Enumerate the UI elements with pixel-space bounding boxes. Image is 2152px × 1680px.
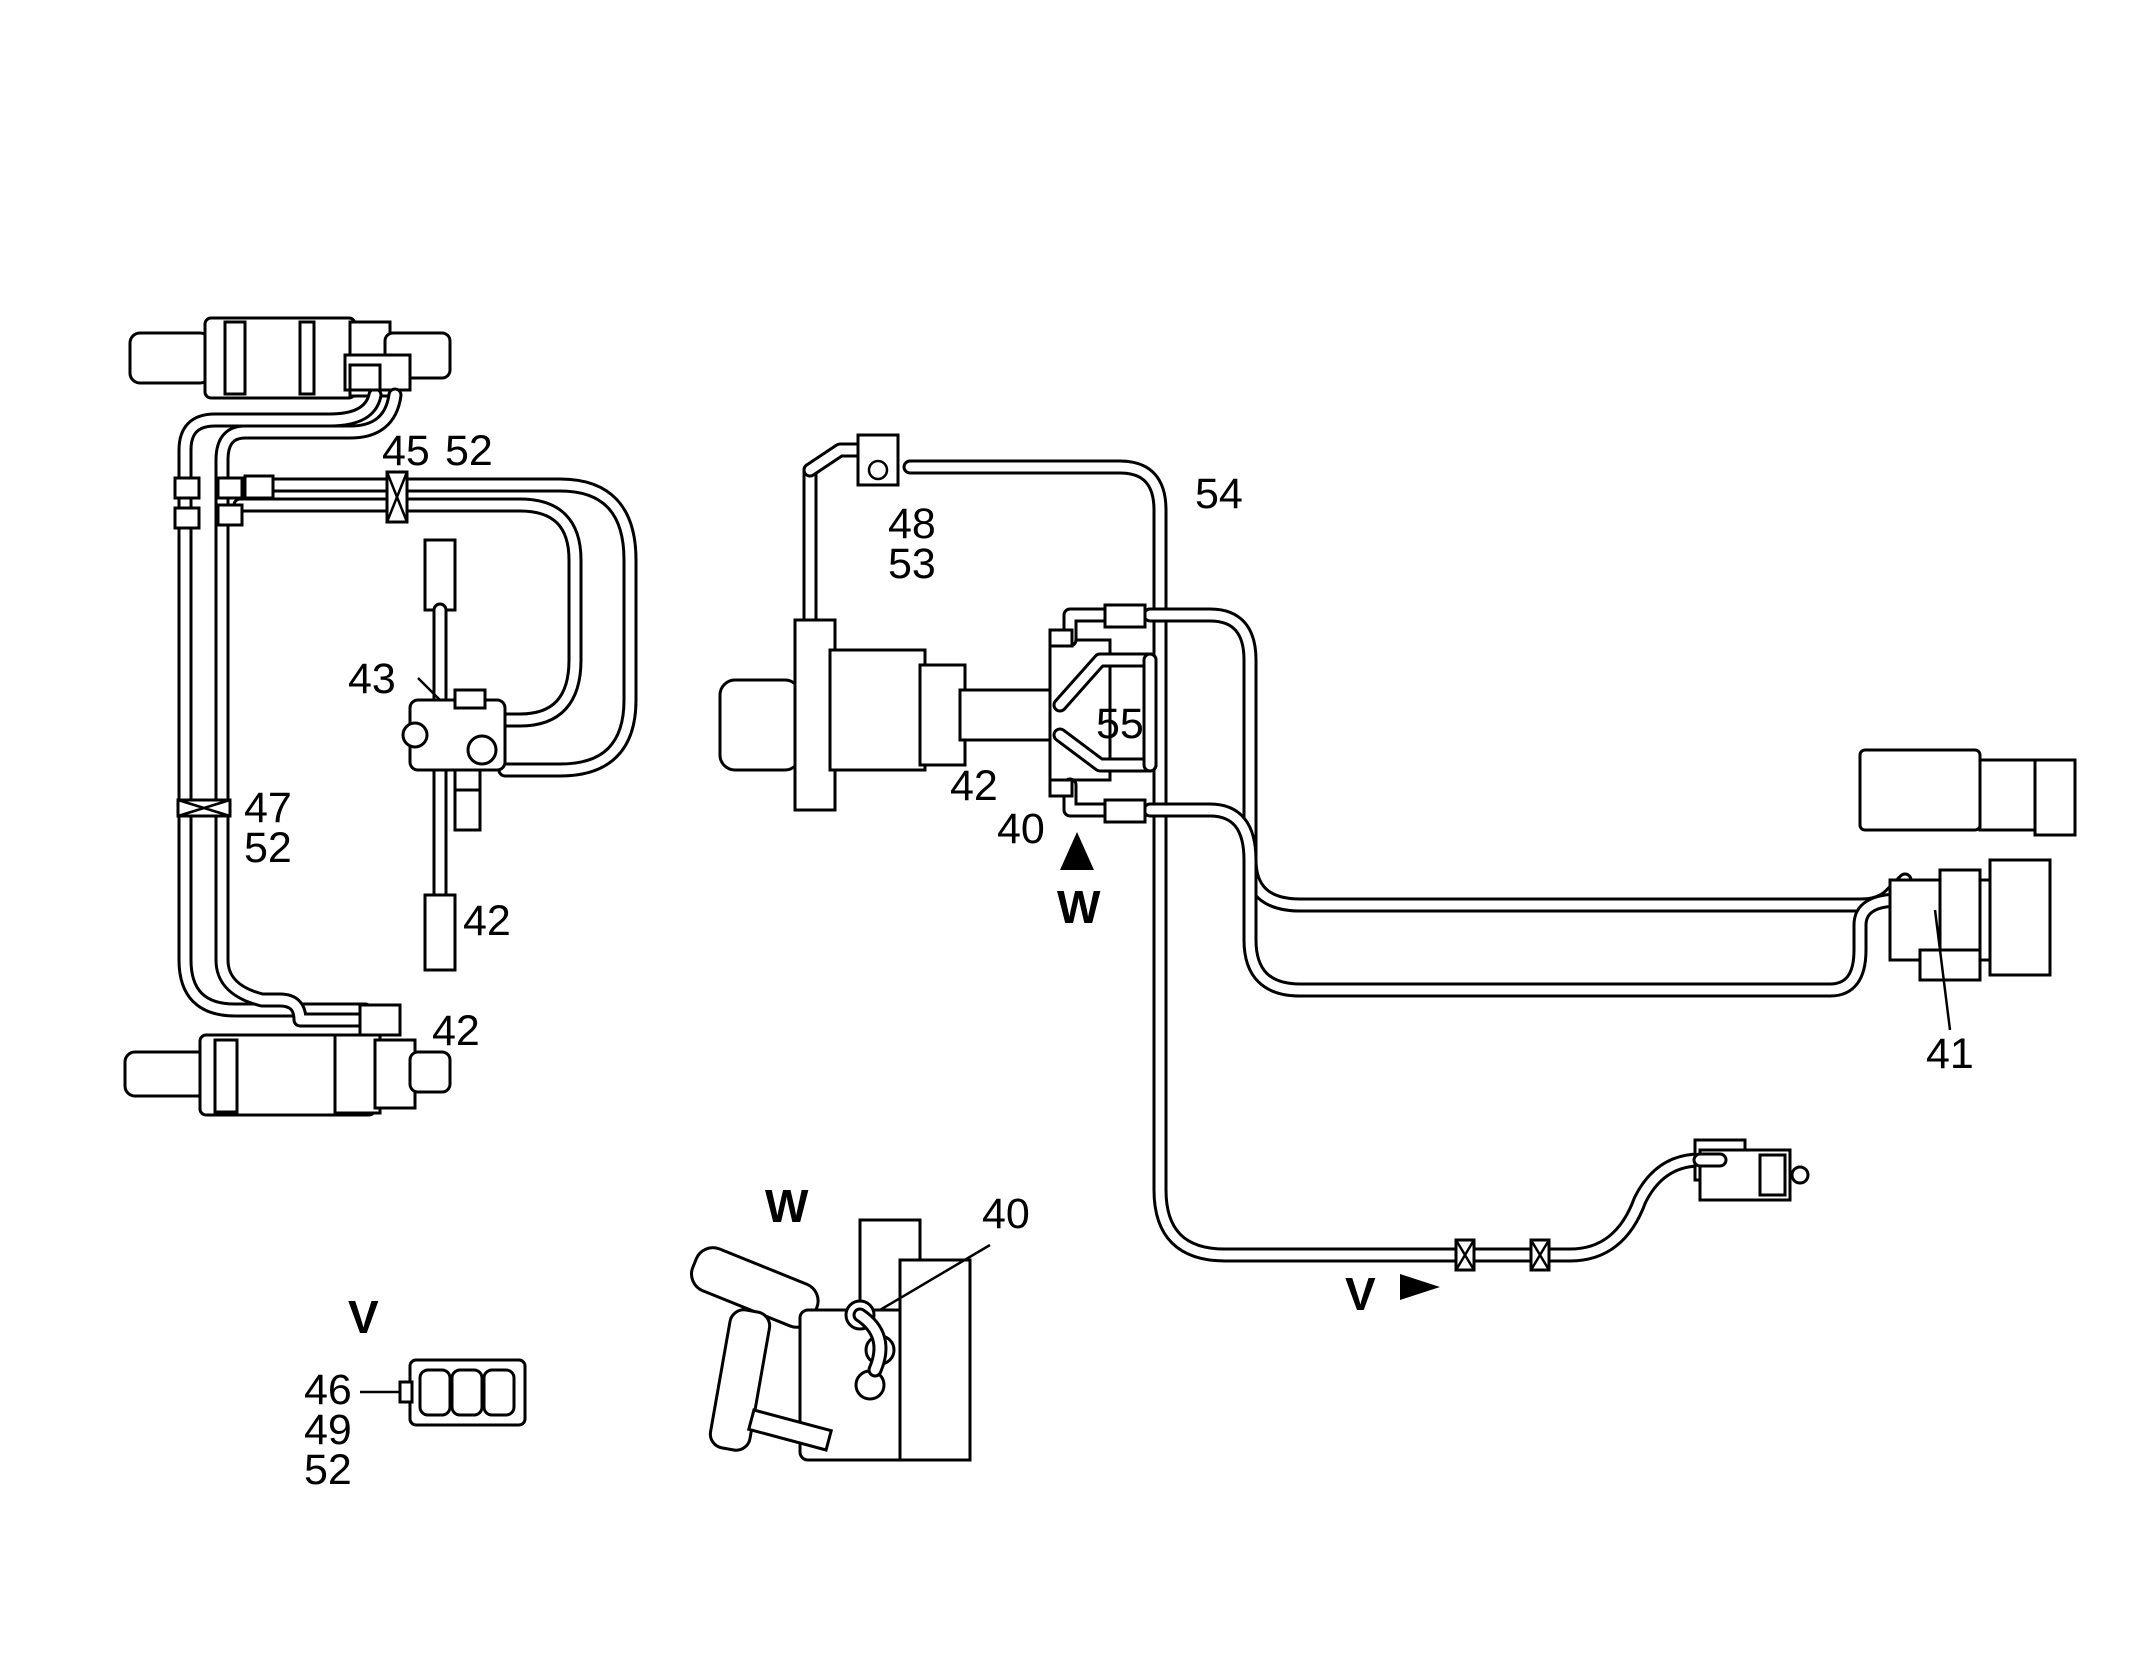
callout-52-bottom: 52 bbox=[304, 1446, 352, 1494]
callout-48: 48 bbox=[888, 500, 936, 548]
upper-cylinder bbox=[128, 316, 452, 400]
callout-45: 45 bbox=[382, 427, 430, 475]
hose-clamp-45 bbox=[385, 470, 409, 524]
callout-42-cylinder: 42 bbox=[432, 1007, 480, 1055]
leader-43 bbox=[417, 677, 441, 701]
callout-40-detail: 40 bbox=[982, 1190, 1030, 1238]
callout-49: 49 bbox=[304, 1406, 352, 1454]
callout-54: 54 bbox=[1195, 470, 1243, 518]
right-assembly bbox=[1858, 748, 2077, 982]
hose-clamp-47 bbox=[176, 798, 232, 818]
callout-53: 53 bbox=[888, 540, 936, 588]
view-v-arrow-label: V bbox=[1345, 1268, 1376, 1320]
callout-52-top: 52 bbox=[445, 427, 493, 475]
callout-42-pump: 42 bbox=[950, 762, 998, 810]
callout-43: 43 bbox=[348, 655, 396, 703]
lower-right-unit bbox=[1400, 1138, 1810, 1300]
callout-52-mid: 52 bbox=[244, 824, 292, 872]
check-valve-48 bbox=[856, 433, 900, 487]
pump-assembly bbox=[718, 433, 1913, 1263]
lower-cylinder bbox=[123, 1033, 452, 1117]
detail-view-v bbox=[360, 1358, 527, 1427]
view-w-arrow bbox=[1060, 832, 1094, 870]
view-w-detail-label: W bbox=[765, 1180, 809, 1232]
view-v-arrow bbox=[1400, 1274, 1440, 1300]
detail-view-w bbox=[690, 1218, 991, 1462]
view-w-arrow-label: W bbox=[1057, 881, 1101, 933]
callout-55: 55 bbox=[1096, 700, 1144, 748]
callout-42-valve: 42 bbox=[463, 897, 511, 945]
callout-46: 46 bbox=[304, 1366, 352, 1414]
callout-40-pump: 40 bbox=[997, 805, 1045, 853]
left-assembly bbox=[123, 316, 638, 1117]
callout-41: 41 bbox=[1926, 1030, 1974, 1078]
callout-47: 47 bbox=[244, 784, 292, 832]
leader-41 bbox=[1933, 909, 1952, 1031]
control-valve bbox=[401, 538, 507, 972]
view-v-detail-label: V bbox=[348, 1291, 379, 1343]
